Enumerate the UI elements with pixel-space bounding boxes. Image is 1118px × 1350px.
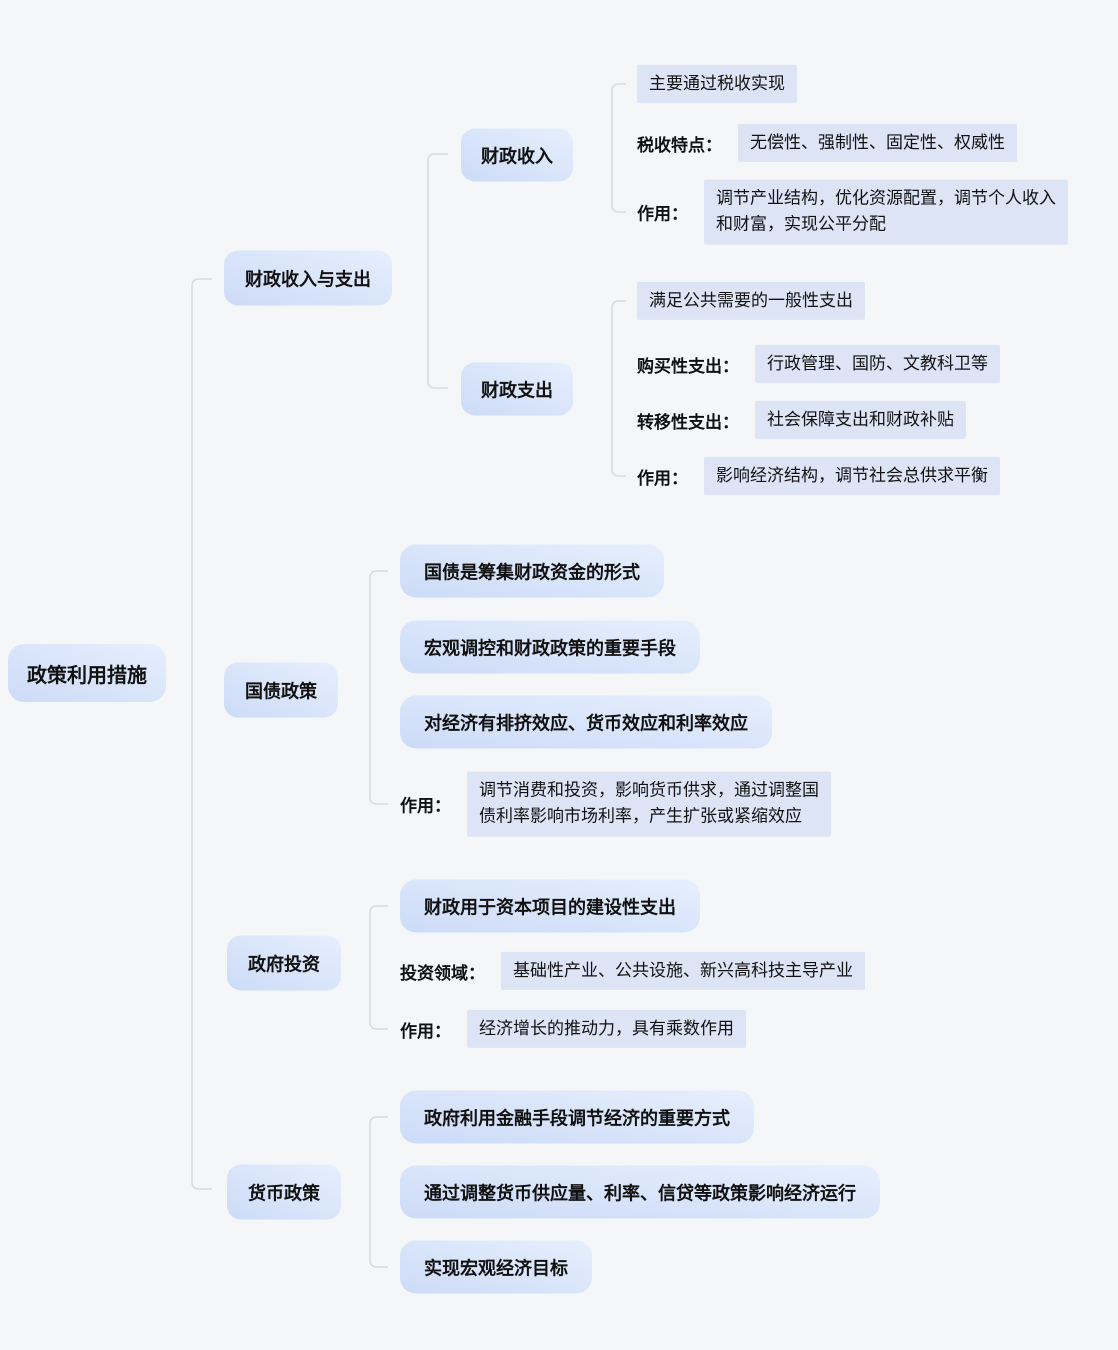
- branch-node-monetary-policy[interactable]: 货币政策: [227, 1164, 341, 1220]
- row-revenue-effect: 作用： 调节产业结构，优化资源配置，调节个人收入 和财富，实现公平分配: [637, 179, 1068, 245]
- topic-node-money-supply-adjustment[interactable]: 通过调整货币供应量、利率、信贷等政策影响经济运行: [400, 1165, 880, 1219]
- sub-node-fiscal-expenditure[interactable]: 财政支出: [461, 362, 573, 416]
- note-row-public-expenditure: 满足公共需要的一般性支出: [637, 281, 865, 321]
- note-row-tax-realization: 主要通过税收实现: [637, 64, 797, 104]
- branch-node-national-debt-policy[interactable]: 国债政策: [224, 662, 338, 718]
- row-tax-features: 税收特点： 无偿性、强制性、固定性、权威性: [637, 123, 1017, 163]
- note-tax-realization: 主要通过税收实现: [637, 64, 797, 104]
- label-investment-effect: 作用：: [400, 1021, 451, 1041]
- connector-bond-trunk: [369, 570, 388, 805]
- label-expenditure-effect: 作用：: [637, 468, 688, 488]
- connector-investment-trunk: [369, 905, 388, 1030]
- value-expenditure-effect: 影响经济结构，调节社会总供求平衡: [704, 456, 1000, 496]
- connector-fiscal-trunk: [427, 153, 448, 389]
- label-transfer-expenditure: 转移性支出：: [637, 412, 739, 432]
- label-tax-features: 税收特点：: [637, 135, 722, 155]
- row-transfer-expenditure: 转移性支出： 社会保障支出和财政补贴: [637, 400, 966, 440]
- note-public-expenditure: 满足公共需要的一般性支出: [637, 281, 865, 321]
- topic-node-economic-effects[interactable]: 对经济有排挤效应、货币效应和利率效应: [400, 695, 772, 749]
- value-tax-features: 无偿性、强制性、固定性、权威性: [738, 123, 1017, 163]
- row-debt-effect: 作用： 调节消费和投资，影响货币供求，通过调整国 债利率影响市场利率，产生扩张或…: [400, 771, 831, 837]
- row-expenditure-effect: 作用： 影响经济结构，调节社会总供求平衡: [637, 456, 1000, 496]
- connector-monetary-trunk: [369, 1116, 388, 1268]
- value-investment-effect: 经济增长的推动力，具有乘数作用: [467, 1009, 746, 1049]
- topic-node-financial-means-regulation[interactable]: 政府利用金融手段调节经济的重要方式: [400, 1090, 754, 1144]
- value-debt-effect: 调节消费和投资，影响货币供求，通过调整国 债利率影响市场利率，产生扩张或紧缩效应: [467, 771, 831, 837]
- connector-root-trunk: [191, 278, 212, 1190]
- row-investment-effect: 作用： 经济增长的推动力，具有乘数作用: [400, 1009, 746, 1049]
- value-transfer-expenditure: 社会保障支出和财政补贴: [755, 400, 966, 440]
- label-purchase-expenditure: 购买性支出：: [637, 356, 739, 376]
- topic-node-capital-project-expenditure[interactable]: 财政用于资本项目的建设性支出: [400, 879, 700, 933]
- sub-node-fiscal-revenue[interactable]: 财政收入: [461, 128, 573, 182]
- branch-node-fiscal-revenue-and-expenditure[interactable]: 财政收入与支出: [224, 250, 392, 306]
- label-revenue-effect: 作用：: [637, 204, 688, 224]
- row-investment-fields: 投资领域： 基础性产业、公共设施、新兴高科技主导产业: [400, 951, 865, 991]
- topic-node-macro-economic-goals[interactable]: 实现宏观经济目标: [400, 1240, 592, 1294]
- root-node-policy-measures[interactable]: 政策利用措施: [8, 644, 166, 702]
- row-purchase-expenditure: 购买性支出： 行政管理、国防、文教科卫等: [637, 344, 1000, 384]
- label-investment-fields: 投资领域：: [400, 963, 485, 983]
- topic-node-macro-control-tool[interactable]: 宏观调控和财政政策的重要手段: [400, 620, 700, 674]
- topic-node-debt-fundraising-form[interactable]: 国债是筹集财政资金的形式: [400, 544, 664, 598]
- value-investment-fields: 基础性产业、公共设施、新兴高科技主导产业: [501, 951, 865, 991]
- value-revenue-effect: 调节产业结构，优化资源配置，调节个人收入 和财富，实现公平分配: [704, 179, 1068, 245]
- value-purchase-expenditure: 行政管理、国防、文教科卫等: [755, 344, 1000, 384]
- label-debt-effect: 作用：: [400, 796, 451, 816]
- connector-revenue-trunk: [611, 83, 626, 213]
- connector-expenditure-trunk: [611, 300, 626, 477]
- branch-node-government-investment[interactable]: 政府投资: [227, 935, 341, 991]
